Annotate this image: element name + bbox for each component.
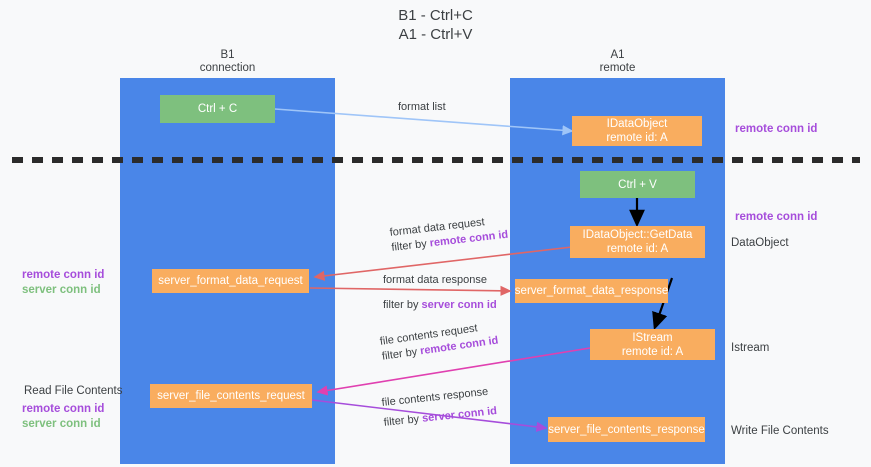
column-header-b1-name: B1 [220, 49, 235, 61]
edge-label-format-list-text: format list [398, 101, 446, 113]
filter-prefix-text: filter by [390, 237, 431, 254]
column-header-b1: B1 connection [120, 49, 335, 75]
legend-remote-conn-id: remote conn id [22, 403, 105, 415]
node-ctrl-v-label: Ctrl + V [618, 178, 657, 191]
edge-label-format-data-response-filter: filter by server conn id [383, 298, 497, 313]
node-server-format-data-response[interactable]: server_format_data_response [515, 279, 668, 303]
arrow-file-contents-response [311, 399, 548, 432]
node-ctrl-c[interactable]: Ctrl + C [160, 95, 275, 123]
column-header-a1-sub: remote [599, 62, 636, 74]
keyword-server-conn-id: server conn id [421, 299, 497, 311]
edge-label-format-data-response-line1: format data response [383, 274, 487, 286]
node-idataobject-line1: IDataObject [606, 118, 668, 130]
annotation-remote-conn-id-top: remote conn id [735, 123, 818, 135]
node-istream-line2: remote id: A [621, 345, 684, 358]
node-server-format-data-response-label: server_format_data_response [514, 285, 669, 297]
legend-bottom-left: remote conn id server conn id [22, 402, 104, 432]
node-istream-line1: IStream [632, 331, 673, 344]
diagram-title: B1 - Ctrl+C A1 - Ctrl+V [0, 6, 871, 44]
annotation-dataobject: DataObject [731, 237, 789, 249]
arrow-format-data-request [313, 246, 573, 281]
column-header-a1: A1 remote [510, 49, 725, 75]
filter-prefix-text: filter by [381, 345, 422, 363]
annotation-write-file-contents: Write File Contents [731, 425, 829, 437]
legend-server-conn-id: server conn id [22, 418, 101, 430]
arrow-format-list [274, 108, 574, 136]
node-server-file-contents-request[interactable]: server_file_contents_request [150, 384, 312, 408]
node-server-format-data-request[interactable]: server_format_data_request [152, 269, 309, 293]
filter-prefix-text: filter by [383, 299, 422, 311]
node-server-format-data-request-label: server_format_data_request [158, 275, 303, 287]
annotation-remote-conn-id-mid: remote conn id [735, 211, 818, 223]
node-server-file-contents-request-label: server_file_contents_request [157, 390, 305, 402]
title-line-1: B1 - Ctrl+C [398, 7, 473, 24]
node-server-file-contents-response[interactable]: server_file_contents_response [548, 417, 705, 442]
node-istream[interactable]: IStream remote id: A [590, 329, 715, 360]
node-getdata-line2: remote id: A [606, 243, 669, 255]
legend-remote-conn-id: remote conn id [22, 269, 105, 281]
filter-prefix-text: filter by [383, 412, 423, 429]
legend-middle-left: remote conn id server conn id [22, 268, 104, 298]
annotation-read-file-contents: Read File Contents [24, 385, 123, 397]
edge-label-format-data-response: format data response filter by server co… [383, 273, 497, 313]
node-ctrl-v[interactable]: Ctrl + V [580, 171, 695, 198]
arrow-file-contents-request [316, 347, 591, 396]
node-idataobject-line2: remote id: A [606, 132, 668, 144]
edge-label-format-list: format list [398, 100, 446, 115]
annotation-istream: Istream [731, 342, 770, 354]
arrow-format-data-response [309, 285, 512, 296]
column-header-b1-sub: connection [199, 62, 256, 74]
node-idataobject[interactable]: IDataObject remote id: A [572, 116, 702, 146]
node-getdata-line1: IDataObject::GetData [582, 229, 693, 241]
column-header-a1-name: A1 [610, 49, 625, 61]
node-getdata[interactable]: IDataObject::GetData remote id: A [570, 226, 705, 258]
legend-server-conn-id: server conn id [22, 284, 101, 296]
title-line-2: A1 - Ctrl+V [398, 26, 473, 43]
node-ctrl-c-label: Ctrl + C [197, 103, 238, 115]
node-server-file-contents-response-label: server_file_contents_response [548, 423, 705, 436]
